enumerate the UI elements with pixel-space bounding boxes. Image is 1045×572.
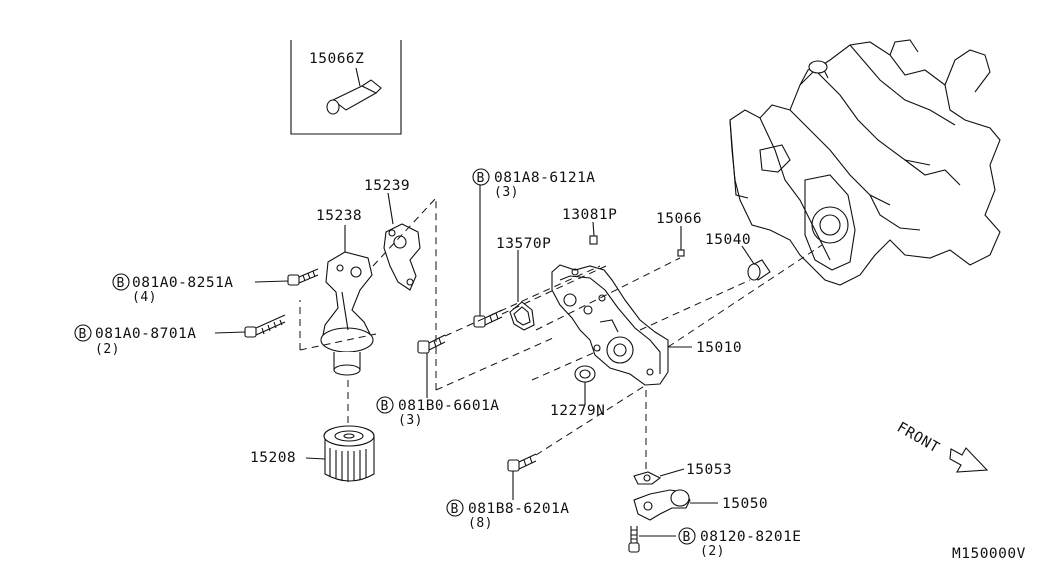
- label-15050: 15050: [722, 496, 768, 512]
- qty-081b8-6201a: (8): [468, 516, 493, 531]
- qty-081a0-8251a: (4): [132, 290, 157, 305]
- label-081a0-8251a: 081A0-8251A: [132, 275, 234, 291]
- diagram-id: M150000V: [952, 546, 1026, 562]
- bolt-b-symbol: [74, 324, 92, 342]
- oil-filter: [323, 425, 375, 482]
- label-081a0-8701a: 081A0-8701A: [95, 326, 197, 342]
- label-081b8-6201a: 081B8-6201A: [468, 501, 570, 517]
- qty-08120-8201e: (2): [700, 544, 725, 559]
- qty-081a0-8701a: (2): [95, 342, 120, 357]
- gasket-15239: [383, 223, 421, 291]
- gasket-15053: [633, 471, 662, 485]
- label-13081p: 13081P: [562, 207, 617, 223]
- label-081a8-6121a: 081A8-6121A: [494, 170, 596, 186]
- part-labels: 15239 15238 B 081A0-8251A (4) B 081A0-87…: [74, 168, 802, 559]
- inset-15066z: 15066Z: [290, 40, 402, 135]
- qty-081a8-6121a: (3): [494, 185, 519, 200]
- label-15066z: 15066Z: [309, 51, 364, 67]
- bolt-08120-8201e: [628, 526, 640, 553]
- bolt-b-letter: B: [117, 276, 125, 291]
- label-12279n: 12279N: [550, 403, 605, 419]
- plug-15066: [677, 249, 685, 257]
- bolt-b-letter: B: [451, 502, 459, 517]
- gasket-13570p: [509, 301, 535, 331]
- qty-081b0-6601a: (3): [398, 413, 423, 428]
- label-081b0-6601a: 081B0-6601A: [398, 398, 500, 414]
- label-08120-8201e: 08120-8201E: [700, 529, 802, 545]
- label-15053: 15053: [686, 462, 732, 478]
- label-15208: 15208: [250, 450, 296, 466]
- bolt-b-symbol: [678, 527, 696, 545]
- bolt-081b0-6601a: [417, 334, 446, 354]
- label-15040: 15040: [705, 232, 751, 248]
- bolt-081b8-6201a: [507, 453, 537, 472]
- bolt-b-letter: B: [381, 399, 389, 414]
- bolt-b-letter: B: [79, 327, 87, 342]
- bolt-081a0-8701a: [244, 314, 286, 338]
- front-arrow-icon: [949, 447, 989, 473]
- label-15239: 15239: [364, 178, 410, 194]
- bolt-b-symbol: [112, 273, 130, 291]
- bolt-081a8-6121a: [473, 309, 503, 328]
- bolt-b-symbol: [376, 396, 394, 414]
- front-label: FRONT: [894, 420, 942, 457]
- seal-15040: [747, 259, 771, 281]
- bolt-b-symbol: [472, 168, 490, 186]
- plug-13081p: [589, 235, 598, 245]
- dashed-guide-lines: [299, 196, 823, 472]
- leader-lines: [214, 185, 755, 537]
- bolt-b-symbol: [446, 499, 464, 517]
- strainer-15050: [633, 489, 691, 521]
- oil-filter-bracket: [320, 251, 374, 376]
- seal-12279n: [574, 365, 596, 383]
- bolt-081a0-8251a: [287, 268, 319, 286]
- bolt-b-letter: B: [683, 530, 691, 545]
- engine-block: [729, 39, 1001, 286]
- label-13570p: 13570P: [496, 236, 551, 252]
- front-indicator: FRONT: [894, 420, 989, 473]
- bolt-b-letter: B: [477, 171, 485, 186]
- label-15066: 15066: [656, 211, 702, 227]
- sealant-tube-icon: [326, 79, 382, 115]
- label-15238: 15238: [316, 208, 362, 224]
- label-15010: 15010: [696, 340, 742, 356]
